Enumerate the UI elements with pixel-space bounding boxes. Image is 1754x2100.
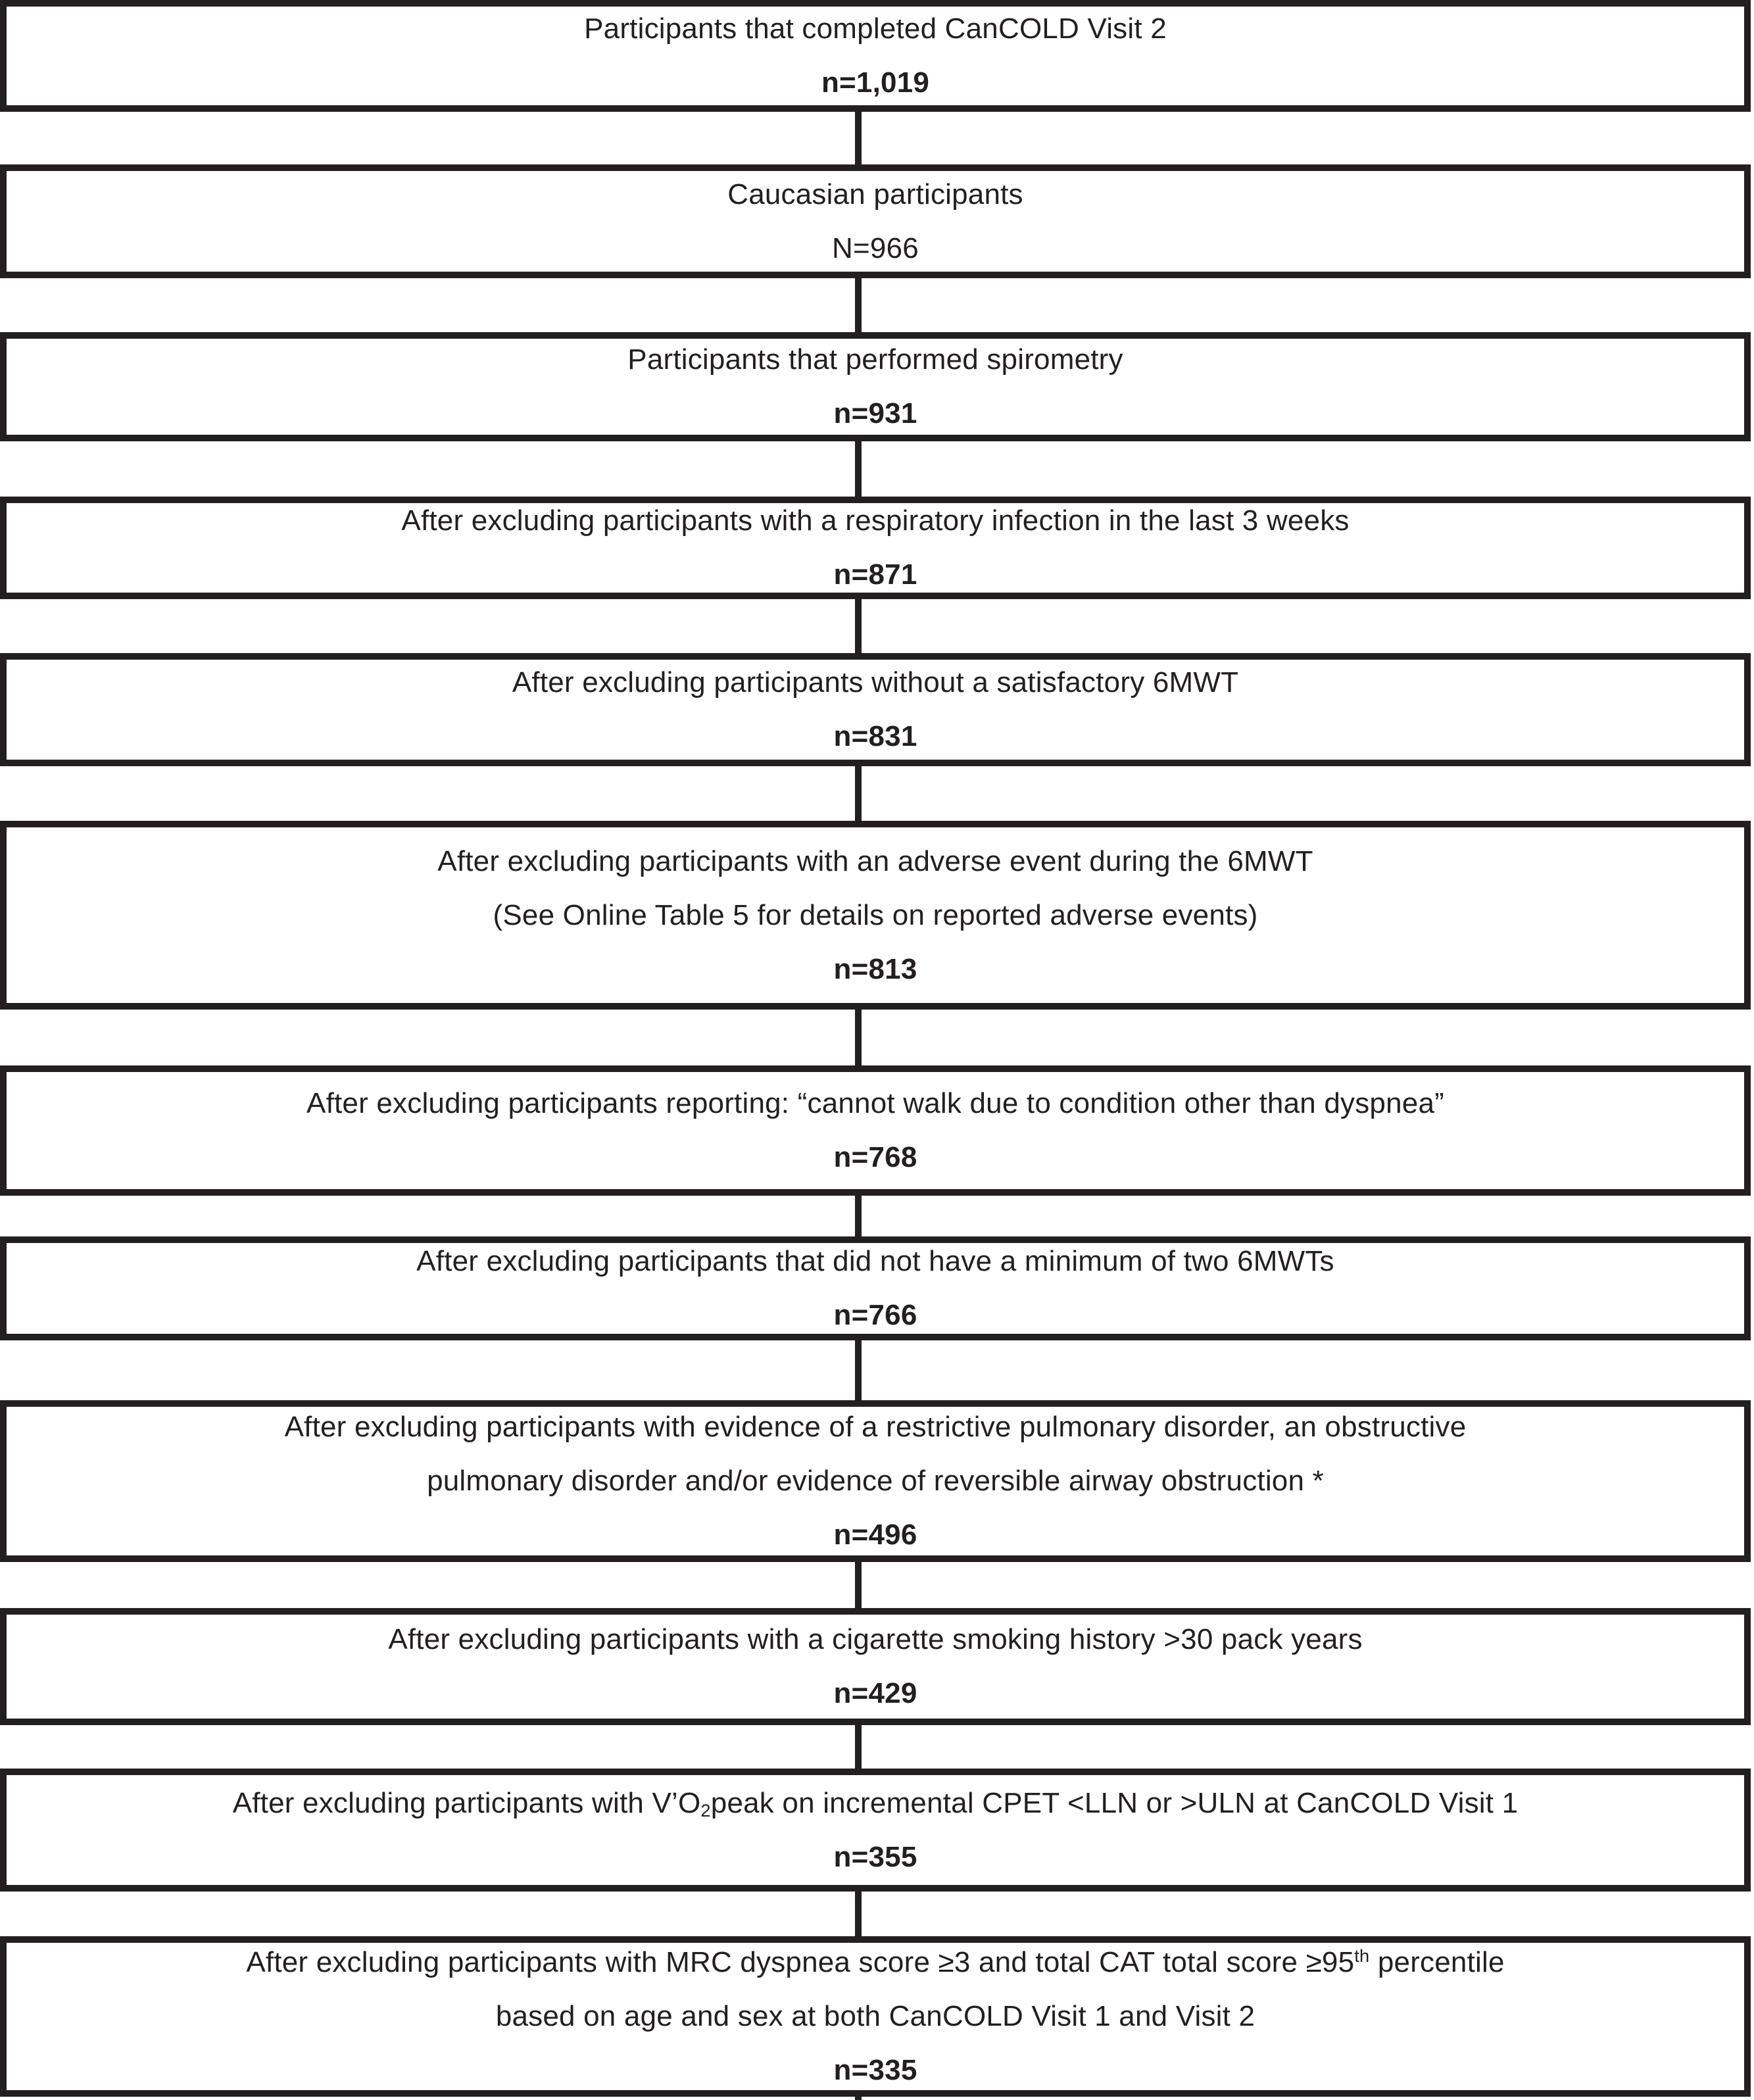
flow-box-satisfactory-6mwt: After excluding participants without a s… — [0, 653, 1751, 766]
box-label-line: Participants that completed CanCOLD Visi… — [584, 12, 1167, 45]
box-label-line: (See Online Table 5 for details on repor… — [493, 898, 1258, 931]
box-label-line: Caucasian participants — [727, 178, 1023, 210]
flow-box-adverse-event: After excluding participants with an adv… — [0, 821, 1751, 1010]
participant-count: n=766 — [833, 1299, 917, 1331]
flow-box-cannot-walk: After excluding participants reporting: … — [0, 1065, 1751, 1196]
box-label-line: based on age and sex at both CanCOLD Vis… — [495, 2000, 1255, 2032]
flow-box-minimum-two-6mwts: After excluding participants that did no… — [0, 1236, 1751, 1340]
flow-box-respiratory-infection: After excluding participants with a resp… — [0, 497, 1751, 599]
connector-line-5 — [855, 765, 862, 822]
label-text: After excluding participants with MRC dy… — [246, 1946, 1355, 1978]
connector-line-9 — [855, 1561, 862, 1609]
flow-box-spirometry: Participants that performed spirometry n… — [0, 332, 1751, 441]
box-label-line: After excluding participants with MRC dy… — [246, 1936, 1504, 1990]
flow-box-completed-visit2: Participants that completed CanCOLD Visi… — [0, 0, 1751, 112]
connector-line-8 — [855, 1339, 862, 1402]
participant-count: n=931 — [833, 397, 917, 429]
participant-count: n=1,019 — [821, 66, 930, 99]
flow-box-caucasian: Caucasian participants N=966 — [0, 164, 1751, 278]
box-label-line: After excluding participants reporting: … — [306, 1087, 1444, 1119]
participant-count: N=966 — [832, 232, 919, 264]
box-label-line: pulmonary disorder and/or evidence of re… — [427, 1465, 1324, 1497]
connector-line-7 — [855, 1194, 862, 1238]
box-label-line: Participants that performed spirometry — [627, 343, 1123, 376]
participant-count: n=813 — [833, 952, 917, 985]
connector-line-11 — [855, 1890, 862, 1938]
superscript-text: th — [1354, 1945, 1370, 1966]
connector-line-1 — [855, 110, 862, 166]
flow-box-mrc-cat-scores: After excluding participants with MRC dy… — [0, 1936, 1751, 2097]
participant-count: n=831 — [833, 720, 917, 752]
box-label-line: After excluding participants with a resp… — [401, 504, 1350, 537]
flow-box-pulmonary-disorder: After excluding participants with eviden… — [0, 1400, 1751, 1562]
label-text: peak on incremental CPET <LLN or >ULN at… — [710, 1786, 1519, 1819]
participant-count: n=335 — [833, 2054, 917, 2086]
box-label-line: After excluding participants that did no… — [416, 1245, 1334, 1277]
participant-count: n=496 — [833, 1519, 917, 1551]
label-text: After excluding participants with V’O — [232, 1786, 701, 1819]
box-label-line: After excluding participants with an adv… — [437, 844, 1313, 877]
participant-count: n=768 — [833, 1141, 917, 1173]
box-label-line: After excluding participants with eviden… — [284, 1411, 1467, 1443]
subscript-text: 2 — [700, 1799, 711, 1820]
participant-count: n=429 — [833, 1677, 917, 1709]
flow-box-smoking-history: After excluding participants with a ciga… — [0, 1608, 1751, 1725]
box-label-line: After excluding participants without a s… — [512, 666, 1239, 698]
flow-box-vo2peak-cpet: After excluding participants with V’O2pe… — [0, 1769, 1751, 1892]
connector-line-10 — [855, 1724, 862, 1770]
participant-count: n=871 — [833, 558, 917, 591]
connector-line-3 — [855, 440, 862, 498]
box-label-line: After excluding participants with V’O2pe… — [233, 1776, 1519, 1830]
connector-line-4 — [855, 598, 862, 654]
box-label-line: After excluding participants with a ciga… — [388, 1623, 1363, 1655]
connector-line-2 — [855, 277, 862, 333]
participant-count: n=355 — [833, 1840, 917, 1873]
label-text: percentile — [1369, 1946, 1505, 1978]
connector-line-6 — [855, 1008, 862, 1067]
